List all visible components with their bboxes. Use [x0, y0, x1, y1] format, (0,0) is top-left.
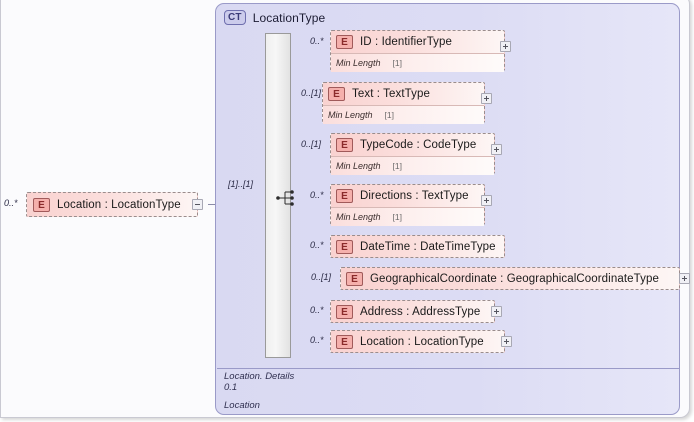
expand-icon[interactable]	[481, 195, 492, 206]
facet-value: [1]	[392, 212, 402, 222]
element-id[interactable]: E ID : IdentifierType Min Length [1]	[330, 30, 505, 72]
root-element-location[interactable]: E Location : LocationType	[26, 192, 198, 217]
cardinality-typecode: 0..[1]	[301, 139, 322, 149]
footer-line-2: 0.1	[224, 381, 238, 393]
element-badge-icon: E	[336, 305, 353, 319]
facet-min-length: Min Length [1]	[331, 156, 494, 175]
cardinality-directions: 0..*	[310, 190, 324, 200]
element-location-label: Location : LocationType	[360, 336, 484, 348]
cardinality-geographicalcoordinate: 0..[1]	[311, 272, 332, 282]
complextype-footer: Location. Details 0.1 Location	[224, 371, 295, 412]
element-location-row: E Location : LocationType	[331, 331, 504, 353]
facet-min-length: Min Length [1]	[331, 207, 484, 226]
expand-icon[interactable]	[481, 93, 492, 104]
cardinality-datetime: 0..*	[310, 240, 324, 250]
element-datetime-row: E DateTime : DateTimeType	[331, 236, 504, 258]
cardinality-id: 0..*	[310, 36, 324, 46]
facet-min-length: Min Length [1]	[331, 53, 504, 72]
facet-name: Min Length	[336, 161, 381, 171]
element-badge-icon: E	[346, 272, 363, 286]
element-directions[interactable]: E Directions : TextType Min Length [1]	[330, 184, 485, 226]
element-address[interactable]: E Address : AddressType	[330, 300, 495, 323]
facet-name: Min Length	[328, 110, 373, 120]
expand-icon[interactable]	[491, 144, 502, 155]
complextype-header: CT LocationType	[224, 10, 325, 25]
element-badge-icon: E	[336, 35, 353, 49]
sequence-icon[interactable]	[276, 189, 298, 207]
element-text[interactable]: E Text : TextType Min Length [1]	[322, 82, 485, 124]
facet-value: [1]	[384, 110, 394, 120]
element-badge-icon: E	[328, 87, 345, 101]
element-text-row: E Text : TextType	[323, 83, 484, 105]
element-badge-icon: E	[336, 138, 353, 152]
sequence-bar	[265, 33, 291, 358]
footer-line-3: Location	[224, 400, 260, 411]
root-element-label: Location : LocationType	[57, 198, 181, 211]
expand-icon[interactable]	[501, 336, 512, 347]
element-address-row: E Address : AddressType	[331, 301, 494, 323]
element-typecode-label: TypeCode : CodeType	[360, 139, 477, 151]
expand-icon[interactable]	[500, 41, 511, 52]
footer-divider	[217, 368, 680, 369]
element-geographicalcoordinate-row: E GeographicalCoordinate : GeographicalC…	[341, 268, 679, 290]
element-datetime[interactable]: E DateTime : DateTimeType	[330, 235, 505, 258]
complextype-badge-icon: CT	[224, 10, 246, 25]
element-directions-row: E Directions : TextType	[331, 185, 484, 207]
facet-value: [1]	[392, 58, 402, 68]
expand-icon[interactable]	[679, 273, 690, 284]
element-typecode-row: E TypeCode : CodeType	[331, 134, 494, 156]
element-badge-icon: E	[336, 189, 353, 203]
element-badge-icon: E	[336, 240, 353, 254]
element-address-label: Address : AddressType	[360, 306, 481, 318]
cardinality-location: 0..*	[310, 335, 324, 345]
facet-name: Min Length	[336, 58, 381, 68]
facet-name: Min Length	[336, 212, 381, 222]
expand-icon[interactable]	[491, 306, 502, 317]
element-geographicalcoordinate-label: GeographicalCoordinate : GeographicalCoo…	[370, 273, 659, 285]
element-directions-label: Directions : TextType	[360, 190, 469, 202]
root-cardinality: 0..*	[4, 198, 18, 208]
complextype-title: LocationType	[252, 10, 326, 25]
element-geographicalcoordinate[interactable]: E GeographicalCoordinate : GeographicalC…	[340, 267, 680, 290]
element-id-label: ID : IdentifierType	[360, 36, 453, 48]
element-location[interactable]: E Location : LocationType	[330, 330, 505, 353]
footer-line-1: Location. Details	[224, 371, 295, 382]
collapse-icon[interactable]	[192, 199, 203, 210]
sequence-cardinality: [1]..[1]	[228, 179, 254, 189]
element-typecode[interactable]: E TypeCode : CodeType Min Length [1]	[330, 133, 495, 175]
element-datetime-label: DateTime : DateTimeType	[360, 241, 496, 253]
element-id-row: E ID : IdentifierType	[331, 31, 504, 53]
element-badge-icon: E	[336, 335, 353, 349]
facet-min-length: Min Length [1]	[323, 105, 484, 124]
element-badge-icon: E	[33, 197, 50, 212]
element-text-label: Text : TextType	[352, 88, 430, 100]
cardinality-address: 0..*	[310, 305, 324, 315]
facet-value: [1]	[392, 161, 402, 171]
cardinality-text: 0..[1]	[301, 88, 322, 98]
